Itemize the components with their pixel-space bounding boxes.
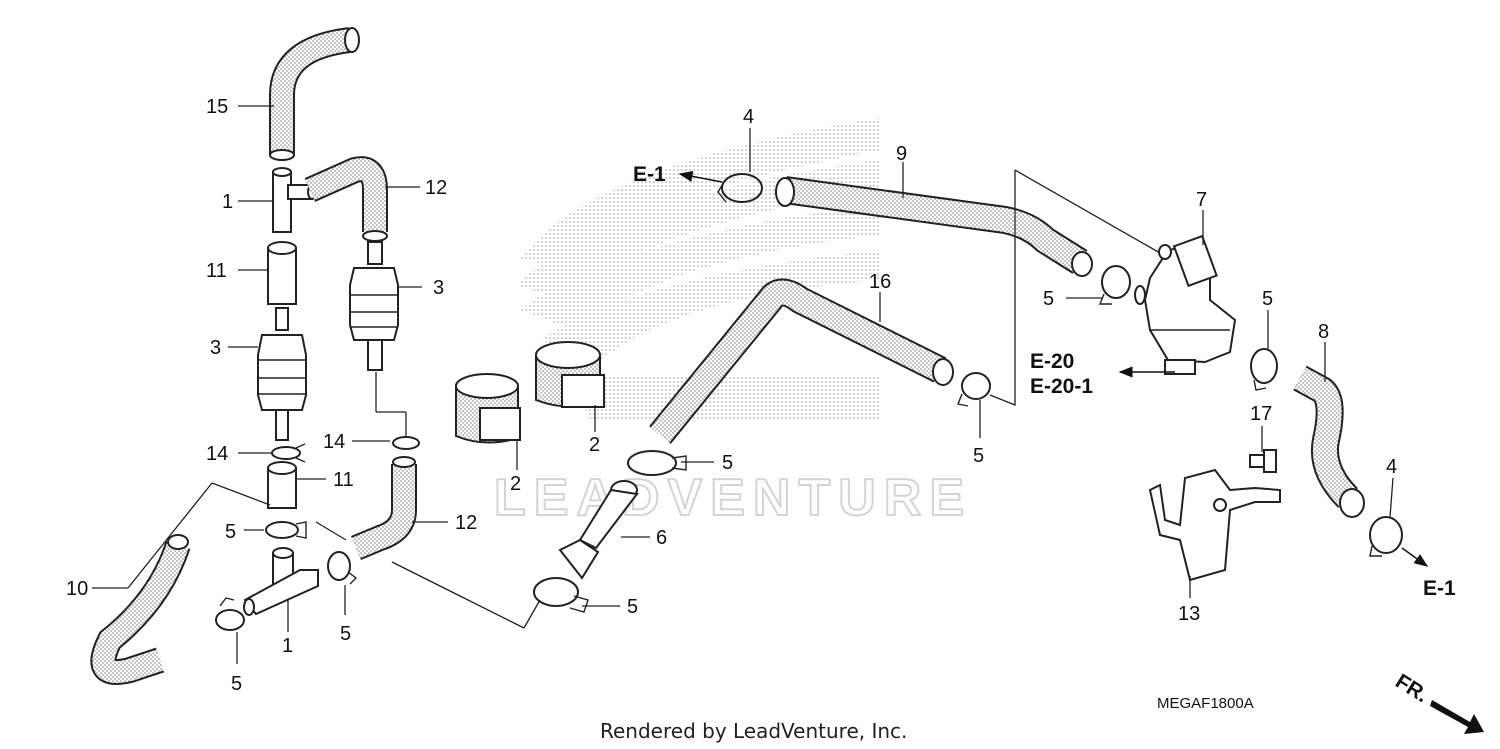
clamp-5-a <box>265 521 299 539</box>
hose-12-top <box>304 156 388 242</box>
clamp-5-c <box>327 551 351 581</box>
clamp-5-b <box>215 609 245 631</box>
tee-joint-1-lower <box>243 547 319 616</box>
brand-wing-watermark <box>518 118 880 420</box>
callout-5-near-9: 5 <box>1043 288 1054 310</box>
clip-14-right <box>392 436 420 450</box>
ref-e1-left: E-1 <box>633 163 666 186</box>
sleeve-11-lower <box>267 461 297 509</box>
fuel-filter-3-right <box>349 241 399 371</box>
callout-2-left: 2 <box>510 473 521 495</box>
clamp-5-d <box>627 450 677 476</box>
callout-11-top: 11 <box>206 260 227 282</box>
callout-5-center-upper: 5 <box>722 452 733 474</box>
callout-12-lower: 12 <box>455 512 477 534</box>
clamp-5-h <box>1250 348 1278 384</box>
watermark-text: LEADVENTURE <box>494 469 972 527</box>
clamp-5-f <box>961 372 991 400</box>
bracket-13 <box>1148 468 1281 582</box>
callout-12-top: 12 <box>425 177 447 199</box>
clamp-4-bottom <box>1369 516 1403 554</box>
clamp-5-g <box>1101 265 1131 299</box>
ref-e1-right: E-1 <box>1423 577 1456 600</box>
callout-14-left: 14 <box>206 443 228 465</box>
valve-7 <box>1134 234 1237 375</box>
sleeve-11-top <box>267 241 297 305</box>
callout-2-right: 2 <box>589 434 600 456</box>
callout-9: 9 <box>896 143 907 165</box>
bolt-17 <box>1249 449 1277 473</box>
callouts: 15 1 11 3 14 11 5 10 5 1 12 3 14 12 5 2 … <box>66 96 1397 695</box>
callout-10: 10 <box>66 578 88 600</box>
callout-17: 17 <box>1250 403 1272 425</box>
callout-13: 13 <box>1178 603 1200 625</box>
diagram-code: MEGAF1800A <box>1157 695 1254 712</box>
callout-14-right: 14 <box>323 431 345 453</box>
callout-4-top: 4 <box>743 106 754 128</box>
callout-8: 8 <box>1318 321 1329 343</box>
front-direction-marker: FR. <box>1391 670 1484 734</box>
clip-2-right <box>535 341 605 408</box>
callout-1-top: 1 <box>222 191 233 213</box>
fuel-filter-3-left <box>257 307 307 441</box>
callout-15: 15 <box>206 96 228 118</box>
callout-4-bottom: 4 <box>1386 456 1397 478</box>
leader-lines <box>92 105 1394 664</box>
joint-6 <box>558 480 639 580</box>
clip-2-left <box>455 373 521 444</box>
callout-11-lower: 11 <box>333 469 354 491</box>
hose-8 <box>1293 365 1365 518</box>
clamp-5-e <box>533 577 579 607</box>
hose-16 <box>649 278 954 444</box>
callout-5-near-16: 5 <box>973 445 984 467</box>
ref-e20-1: E-20-1 <box>1030 375 1093 398</box>
front-marker-text: FR. <box>1391 670 1432 707</box>
hose-15 <box>269 27 360 161</box>
callout-16: 16 <box>869 271 891 293</box>
credit-text: Rendered by LeadVenture, Inc. <box>600 719 907 743</box>
callout-3-left: 3 <box>210 337 221 359</box>
callout-5-right-of-7: 5 <box>1262 288 1273 310</box>
hose-9 <box>775 176 1093 277</box>
hose-10 <box>90 534 191 685</box>
callout-1-lower: 1 <box>282 635 293 657</box>
callout-5-bottom-left: 5 <box>231 673 242 695</box>
callout-5-under-12: 5 <box>340 623 351 645</box>
hose-12-lower <box>351 456 417 560</box>
callout-3-right: 3 <box>433 277 444 299</box>
callout-5-left: 5 <box>225 521 236 543</box>
callout-6: 6 <box>656 527 667 549</box>
clip-14-left <box>271 446 301 460</box>
callout-5-center-lower: 5 <box>627 596 638 618</box>
clamp-4-top <box>721 173 763 203</box>
ref-e20: E-20 <box>1030 350 1074 373</box>
front-arrow-icon <box>1430 700 1484 734</box>
callout-7: 7 <box>1196 189 1207 211</box>
